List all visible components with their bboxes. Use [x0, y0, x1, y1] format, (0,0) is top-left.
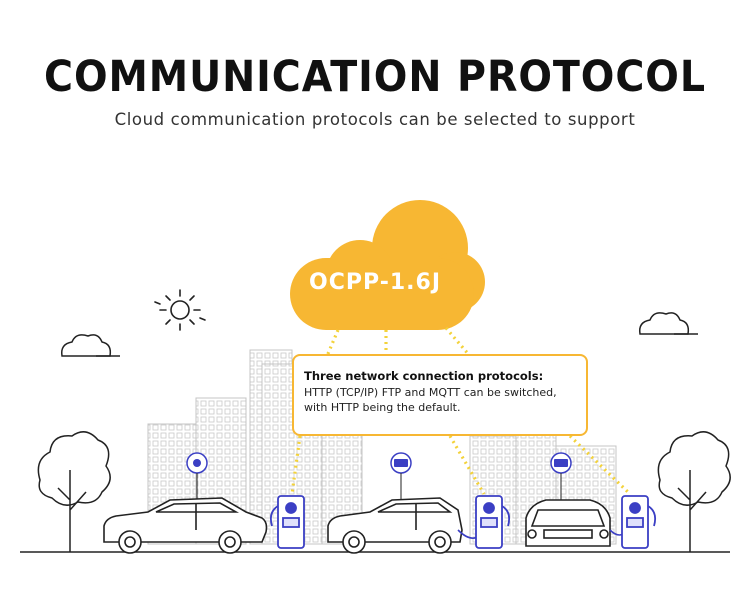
tree-icon — [657, 431, 731, 552]
protocol-info-box: Three network connection protocols: HTTP… — [292, 354, 588, 436]
wifi-signal-icon — [186, 452, 208, 500]
car-icon — [525, 499, 629, 547]
cloud-protocol-label: OCPP-1.6J — [309, 270, 441, 295]
wifi-signal-icon — [550, 452, 572, 500]
small-cloud-icon — [638, 312, 698, 335]
tree-icon — [37, 431, 111, 552]
charging-station-icon — [475, 495, 511, 549]
car-icon — [327, 497, 483, 554]
page-subtitle: Cloud communication protocols can be sel… — [114, 110, 636, 129]
wifi-signal-icon — [390, 452, 412, 500]
small-cloud-icon — [60, 334, 120, 357]
info-box-line: HTTP (TCP/IP) FTP and MQTT can be switch… — [304, 386, 557, 399]
cloud-icon — [290, 200, 485, 330]
info-box-line: with HTTP being the default. — [304, 401, 461, 414]
info-box-title: Three network connection protocols: — [304, 369, 544, 383]
sun-icon — [154, 289, 206, 331]
page-title: COMMUNICATION PROTOCOL — [44, 52, 706, 102]
charging-station-icon — [621, 495, 657, 549]
charging-station-icon — [269, 495, 305, 549]
car-icon — [103, 497, 268, 554]
